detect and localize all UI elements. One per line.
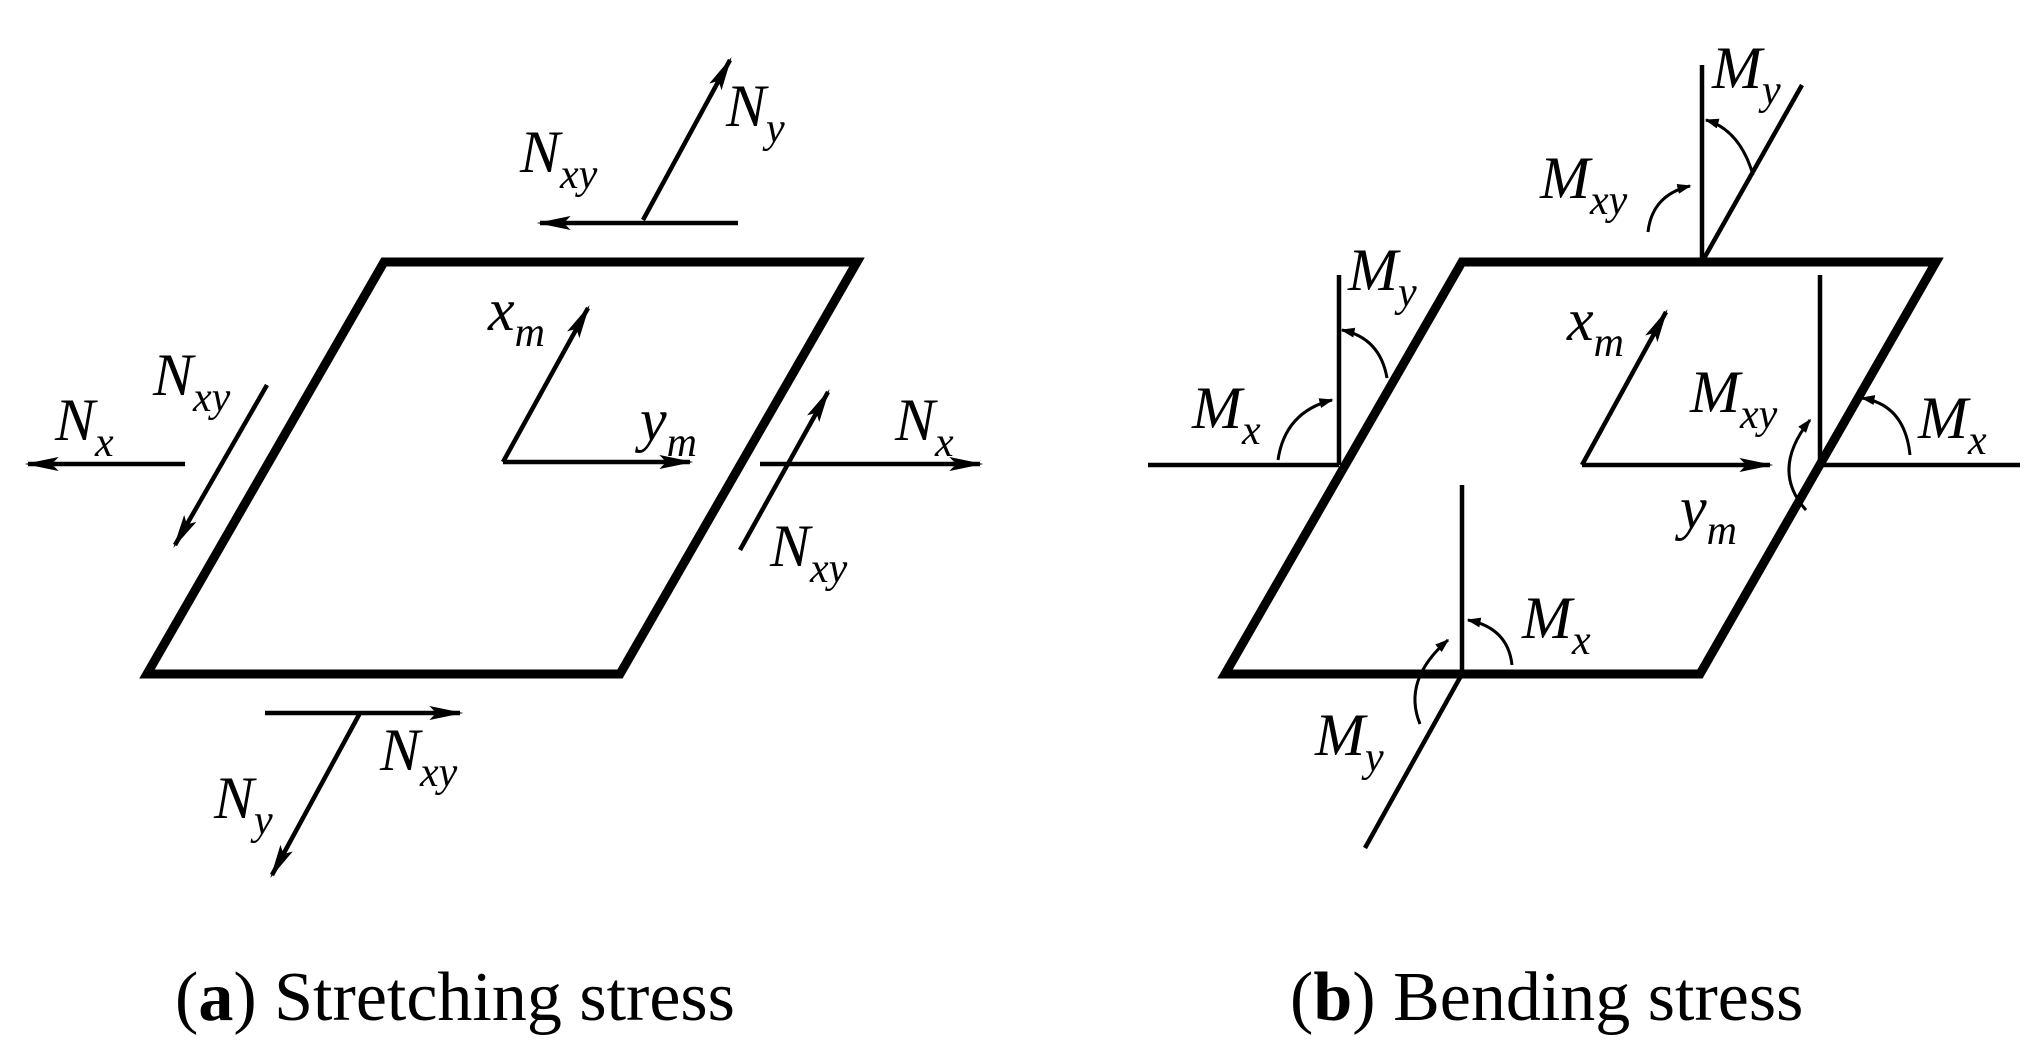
label-mxy-right: Mxy [1689,359,1778,438]
label-my-top: My [1711,35,1781,114]
nxy-left-arrow [173,383,269,548]
label-nxy-bottom: Nxy [379,717,458,796]
xm-axis-arrow-a [501,305,590,464]
nxy-right-arrow [738,389,830,552]
my-top-arc-arrow [1704,118,1755,176]
label-ym-b: ym [1674,475,1737,554]
label-my-left: My [1347,237,1417,316]
label-nx-right: Nx [894,387,954,466]
mxy-top-arc-arrow [1646,184,1692,233]
xm-axis-arrow-b [1580,309,1668,467]
ny-top-arrow [641,57,732,222]
label-mx-left: Mx [1191,375,1261,454]
mxy-right-arc-arrow [1787,418,1812,512]
mx-left-arc-arrow [1276,398,1334,461]
label-ny-top: Ny [725,73,785,152]
label-ny-bottom: Ny [213,765,273,844]
label-nxy-top: Nxy [519,119,598,198]
bottom-diagonal-line [1363,672,1464,850]
label-my-bottom: My [1314,702,1384,781]
label-xm-b: xm [1566,287,1624,366]
plate-b [1217,257,1944,679]
mx-right-arc-arrow [1860,395,1912,456]
label-mx-right: Mx [1917,385,1987,464]
label-mxy-top: Mxy [1539,145,1628,224]
label-nx-left: Nx [54,387,114,466]
label-nxy-right: Nxy [769,513,848,592]
label-mx-bottom: Mx [1521,585,1591,664]
mx-bottom-arc-arrow [1466,617,1514,666]
plate-a [139,257,865,679]
caption-a: (a) Stretching stress [175,959,735,1036]
panel-a-stretching: Ny Nxy Nx Nxy Nx Nxy Ny Nxy xm ym (a) St… [24,57,984,1036]
label-nxy-left: Nxy [152,342,231,421]
label-xm-a: xm [487,277,545,356]
caption-b: (b) Bending stress [1290,959,1803,1036]
my-left-arc-arrow [1340,327,1389,379]
my-bottom-arc-arrow [1413,638,1450,725]
label-ym-a: ym [634,387,697,466]
ny-bottom-arrow [270,711,362,878]
panel-b-bending: My Mxy My Mx Mxy Mx Mx My xm ym (b) Bend… [1148,35,2020,1036]
